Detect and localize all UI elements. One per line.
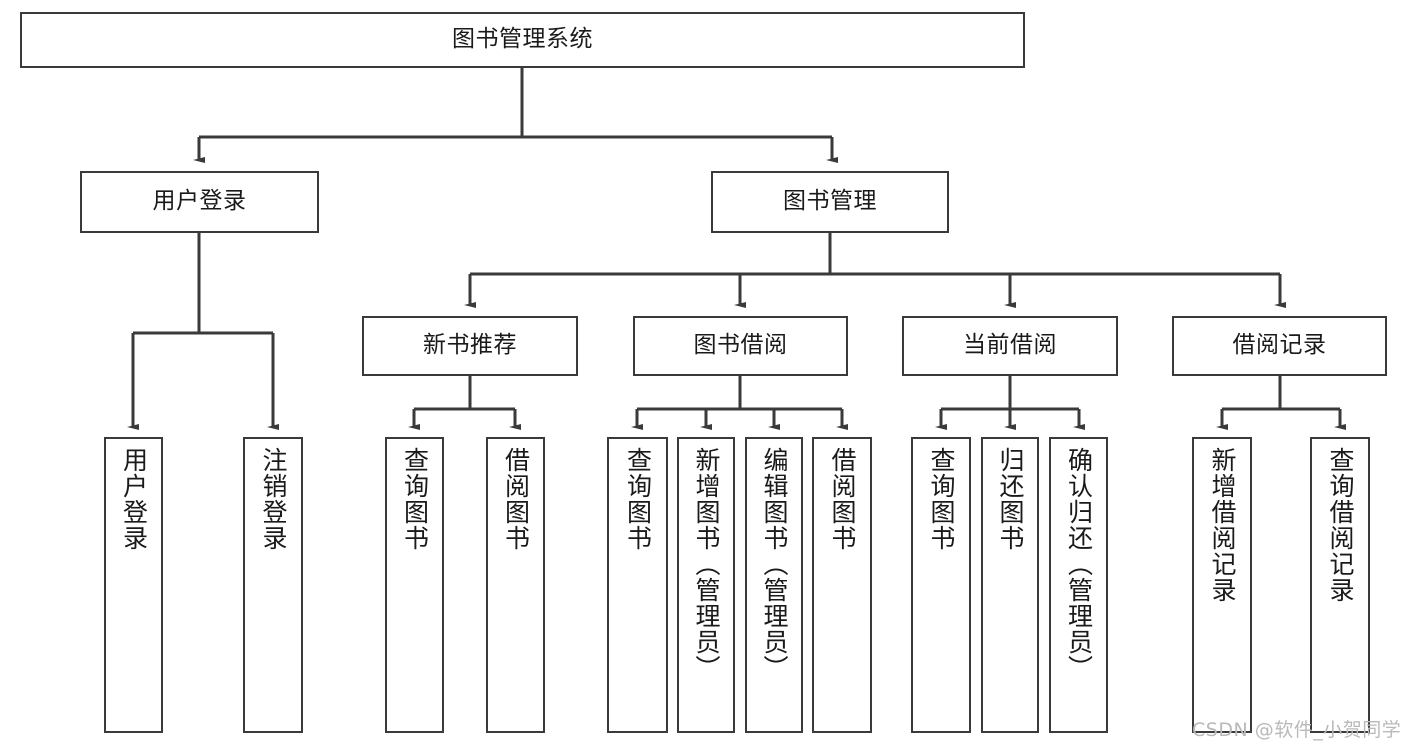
node-book-management-label: 图书管理 <box>783 188 877 215</box>
leaf-user-login-signin[interactable]: 用户登录 <box>104 437 163 733</box>
node-borrow-record-label: 借阅记录 <box>1232 332 1327 359</box>
node-user-login-label: 用户登录 <box>152 188 247 215</box>
leaf-borrow-add-book-admin[interactable]: 新增图书（管理员） <box>677 437 735 733</box>
leaf-label: 新增图书（管理员） <box>692 447 721 681</box>
node-new-book-recommend-label: 新书推荐 <box>423 332 517 359</box>
leaf-label: 归还图书 <box>996 447 1025 551</box>
leaf-label: 借阅图书 <box>828 447 857 551</box>
leaf-label: 编辑图书（管理员） <box>760 447 789 681</box>
leaf-label: 查询借阅记录 <box>1326 447 1355 603</box>
leaf-label: 用户登录 <box>119 447 149 551</box>
node-current-borrow-label: 当前借阅 <box>963 332 1057 359</box>
node-book-management[interactable]: 图书管理 <box>711 171 949 233</box>
leaf-label: 新增借阅记录 <box>1208 447 1237 603</box>
leaf-record-query-record[interactable]: 查询借阅记录 <box>1310 437 1370 733</box>
leaf-label: 注销登录 <box>259 447 288 551</box>
node-user-login[interactable]: 用户登录 <box>80 171 319 233</box>
leaf-user-login-signout[interactable]: 注销登录 <box>243 437 303 733</box>
node-current-borrow[interactable]: 当前借阅 <box>902 316 1118 376</box>
leaf-borrow-edit-book-admin[interactable]: 编辑图书（管理员） <box>745 437 803 733</box>
leaf-current-confirm-return-admin[interactable]: 确认归还（管理员） <box>1049 437 1108 733</box>
leaf-current-query-book[interactable]: 查询图书 <box>911 437 971 733</box>
node-borrow-record[interactable]: 借阅记录 <box>1172 316 1387 376</box>
leaf-record-add-record[interactable]: 新增借阅记录 <box>1192 437 1252 733</box>
node-book-borrow[interactable]: 图书借阅 <box>633 316 848 376</box>
leaf-borrow-borrow-book[interactable]: 借阅图书 <box>812 437 872 733</box>
leaf-label: 查询图书 <box>400 447 430 551</box>
leaf-borrow-query-book[interactable]: 查询图书 <box>607 437 668 733</box>
node-book-borrow-label: 图书借阅 <box>693 332 788 359</box>
csdn-watermark: CSDN @软件_小贺同学 <box>1192 719 1402 741</box>
leaf-recommend-borrow-book[interactable]: 借阅图书 <box>486 437 545 733</box>
leaf-label: 查询图书 <box>927 447 956 551</box>
leaf-label: 借阅图书 <box>501 447 531 551</box>
node-new-book-recommend[interactable]: 新书推荐 <box>362 316 578 376</box>
leaf-label: 确认归还（管理员） <box>1064 447 1094 681</box>
node-root-label: 图书管理系统 <box>452 26 593 53</box>
node-root[interactable]: 图书管理系统 <box>20 12 1025 68</box>
leaf-recommend-query-book[interactable]: 查询图书 <box>385 437 444 733</box>
leaf-current-return-book[interactable]: 归还图书 <box>981 437 1039 733</box>
leaf-label: 查询图书 <box>623 447 653 551</box>
